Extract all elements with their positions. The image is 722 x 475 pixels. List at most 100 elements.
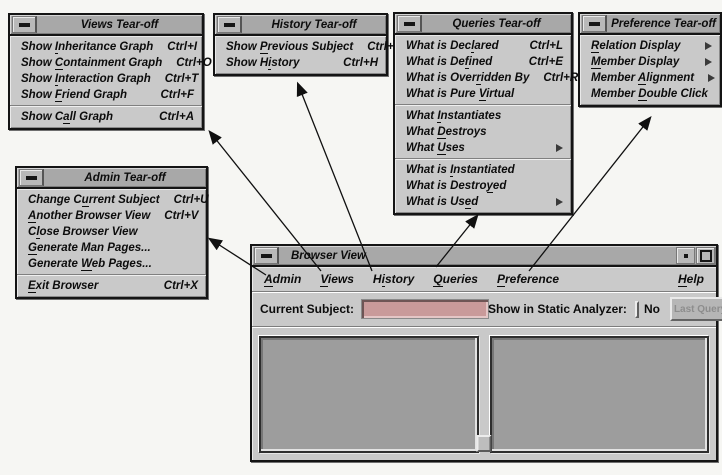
menu-item-label: What Instantiates	[406, 110, 502, 123]
admin-tearoff-window: Admin Tear-off Change Current Subject Ctr…	[15, 166, 208, 299]
last-query-button[interactable]: Last Query	[669, 297, 722, 321]
menu-item-label: Member Double Click	[591, 88, 708, 101]
dash-icon	[18, 22, 30, 27]
checkbox-state-label: No	[643, 302, 660, 316]
accelerator-label: Ctrl+E	[528, 56, 563, 68]
menu-item[interactable]: What is Declared Ctrl+L	[395, 38, 571, 54]
dash-icon	[403, 21, 415, 26]
window-menu-button[interactable]	[397, 15, 422, 32]
menu-item-label: What is Declared	[406, 40, 499, 53]
window-menu-button[interactable]	[254, 247, 279, 264]
queries-tearoff-titlebar: Queries Tear-off	[395, 14, 571, 35]
menu-views[interactable]: Views	[320, 272, 354, 287]
menu-item[interactable]: Generate Web Pages...	[17, 256, 206, 272]
show-in-analyzer-checkbox[interactable]	[634, 300, 639, 318]
menu-preference[interactable]: Preference	[496, 272, 560, 287]
menu-item[interactable]: What Instantiates	[395, 108, 571, 124]
menu-item-label: Exit Browser	[28, 280, 99, 293]
menu-admin[interactable]: Admin	[264, 272, 302, 287]
menu-item-label: What Destroys	[406, 126, 487, 139]
menu-item[interactable]: Show Inheritance Graph Ctrl+I	[10, 39, 202, 55]
accelerator-label: Ctrl+I	[167, 41, 198, 53]
menu-help[interactable]: Help	[677, 272, 704, 287]
accelerator-label: Ctrl+P	[367, 41, 402, 53]
accelerator-label: Ctrl+F	[160, 89, 194, 101]
menu-item[interactable]: Member Display	[580, 54, 720, 70]
menu-item[interactable]: What Uses	[395, 140, 571, 156]
menu-item[interactable]: Show Previous Subject Ctrl+P	[215, 39, 401, 55]
window-dot-button[interactable]	[676, 247, 695, 264]
window-menu-button[interactable]	[217, 16, 242, 33]
preference-tearoff-title: Preference Tear-off	[611, 17, 716, 30]
queries-tearoff-title: Queries Tear-off	[452, 17, 541, 30]
menu-bar: Admin Views History Queries Preference Help	[252, 267, 716, 292]
menu-item-label: Show Inheritance Graph	[21, 41, 154, 54]
menu-item[interactable]: Member Double Click	[580, 86, 722, 102]
accelerator-label: Ctrl+L	[529, 40, 563, 52]
menu-separator	[395, 158, 571, 160]
menu-item[interactable]: What is Pure Virtual	[395, 86, 571, 102]
admin-menu: Change Current Subject Ctrl+U Another Brow…	[17, 189, 209, 297]
menu-item[interactable]: Relation Display	[580, 38, 720, 54]
menu-item-label: What is Used	[406, 196, 479, 209]
menu-item[interactable]: Change Current Subject Ctrl+U	[17, 192, 209, 208]
menu-item[interactable]: Show Interaction Graph Ctrl+T	[10, 71, 202, 87]
window-menu-button[interactable]	[19, 169, 44, 186]
menu-item-label: Show Containment Graph	[21, 57, 163, 70]
menu-item[interactable]: Close Browser View	[17, 224, 206, 240]
accelerator-label: Ctrl+H	[343, 57, 378, 69]
preference-tearoff-titlebar: Preference Tear-off	[580, 14, 720, 35]
views-tearoff-titlebar: Views Tear-off	[10, 15, 202, 36]
dash-icon	[588, 21, 600, 26]
menu-item[interactable]: What is Used	[395, 194, 571, 210]
menu-item-label: Show Previous Subject	[226, 41, 354, 54]
menu-item-label: What is Pure Virtual	[406, 88, 515, 101]
menu-history[interactable]: History	[372, 272, 415, 287]
history-tearoff-titlebar: History Tear-off	[215, 15, 386, 36]
menu-item-label: Change Current Subject	[28, 194, 160, 207]
current-subject-input[interactable]	[362, 300, 489, 318]
menu-separator	[395, 104, 571, 106]
accelerator-label: Ctrl+U	[173, 194, 209, 206]
menu-item[interactable]: What Destroys	[395, 124, 571, 140]
accelerator-label: Ctrl+T	[164, 73, 199, 85]
history-tearoff-title: History Tear-off	[271, 18, 357, 31]
control-bar: Current Subject: Show in Static Analyzer…	[252, 292, 722, 327]
admin-tearoff-title: Admin Tear-off	[84, 171, 166, 184]
pane-sash-handle[interactable]	[476, 435, 492, 452]
views-menu: Show Inheritance Graph Ctrl+I Show Contain…	[10, 36, 212, 128]
menu-item-label: Generate Man Pages...	[28, 242, 151, 255]
menu-item[interactable]: What is Destroyed	[395, 178, 571, 194]
browser-view-titlebar[interactable]: Browser View	[252, 246, 716, 267]
menu-queries[interactable]: Queries	[433, 272, 478, 287]
window-menu-button[interactable]	[582, 15, 607, 32]
menu-item-label: Show Interaction Graph	[21, 73, 151, 86]
window-menu-button[interactable]	[12, 16, 37, 33]
browser-panes	[252, 327, 716, 460]
menu-item-label: Member Alignment	[591, 72, 695, 85]
menu-item-label: Another Browser View	[28, 210, 151, 223]
menu-item[interactable]: Member Alignment	[580, 70, 720, 86]
menu-separator	[10, 105, 202, 107]
menu-item[interactable]: What is Instantiated	[395, 162, 571, 178]
maximize-button[interactable]	[696, 247, 715, 264]
menu-item-label: Generate Web Pages...	[28, 258, 152, 271]
menu-item[interactable]: Generate Man Pages...	[17, 240, 206, 256]
left-panel[interactable]	[259, 336, 479, 453]
right-panel[interactable]	[489, 336, 709, 453]
accelerator-label: Ctrl+R	[543, 72, 579, 84]
show-in-analyzer-label: Show in Static Analyzer:	[488, 302, 627, 316]
window-title: Browser View	[291, 249, 366, 262]
